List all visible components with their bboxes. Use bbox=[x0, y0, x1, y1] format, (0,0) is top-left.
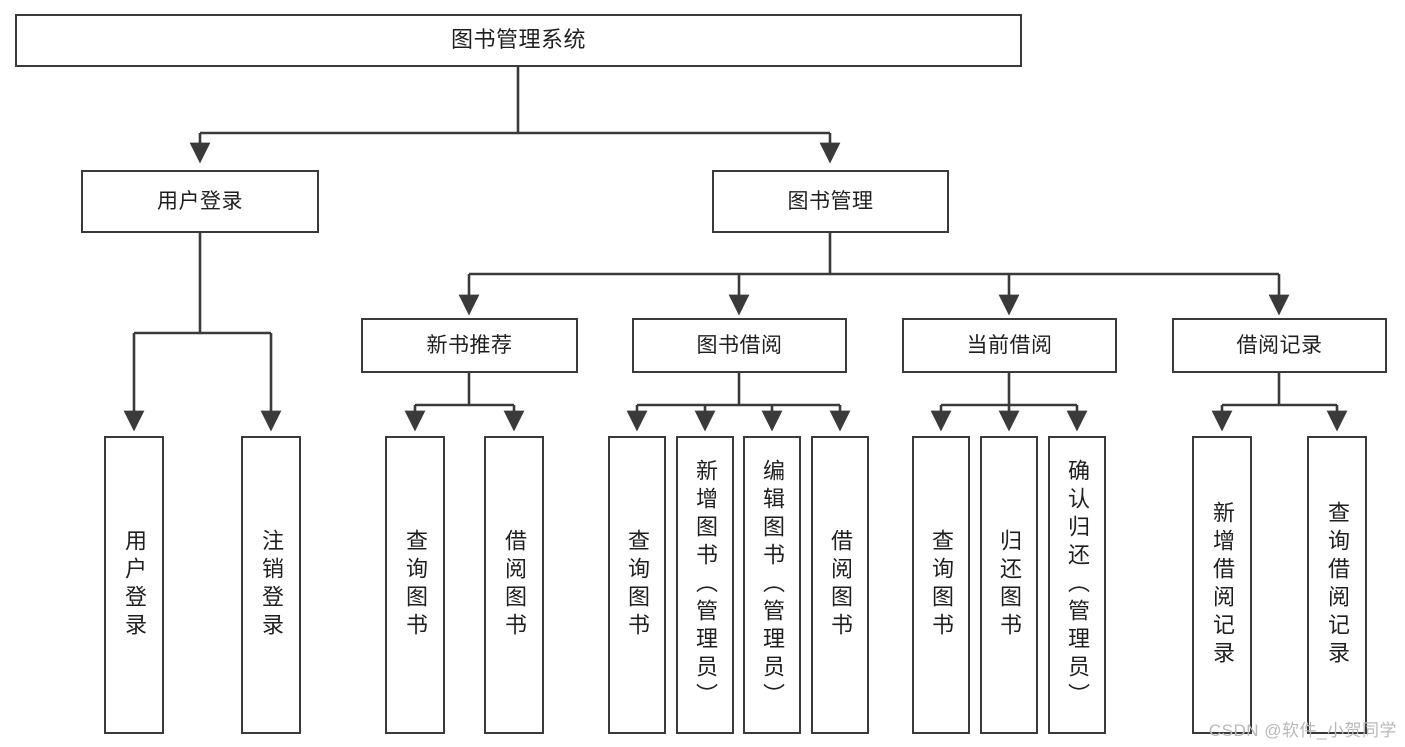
node-current-borrow-label: 当前借阅 bbox=[966, 333, 1053, 357]
csdn-watermark: CSDN @软件_小贺同学 bbox=[1208, 721, 1397, 740]
node-user-login-label: 用户登录 bbox=[157, 189, 243, 213]
node-current-borrow[interactable]: 当前借阅 bbox=[902, 318, 1117, 373]
node-leaf-add-book[interactable]: 新增图书（管理员） bbox=[676, 436, 734, 734]
node-book-borrow-label: 图书借阅 bbox=[696, 333, 783, 357]
node-book-borrow[interactable]: 图书借阅 bbox=[632, 318, 847, 373]
node-book-manage[interactable]: 图书管理 bbox=[712, 170, 949, 233]
node-user-login[interactable]: 用户登录 bbox=[81, 170, 319, 233]
node-leaf-confirm-return[interactable]: 确认归还（管理员） bbox=[1048, 436, 1106, 734]
node-leaf-borrow-book-2-label: 借阅图书 bbox=[828, 529, 853, 641]
node-leaf-query-book-2-label: 查询图书 bbox=[625, 529, 650, 641]
node-leaf-user-logout[interactable]: 注销登录 bbox=[241, 436, 301, 734]
node-leaf-confirm-return-label: 确认归还（管理员） bbox=[1065, 459, 1090, 711]
node-leaf-query-book-1[interactable]: 查询图书 bbox=[385, 436, 445, 734]
node-leaf-add-record[interactable]: 新增借阅记录 bbox=[1192, 436, 1252, 734]
node-leaf-user-login-label: 用户登录 bbox=[122, 529, 147, 641]
node-leaf-borrow-book-1[interactable]: 借阅图书 bbox=[484, 436, 544, 734]
node-book-manage-label: 图书管理 bbox=[787, 189, 874, 213]
node-new-book-rec-label: 新书推荐 bbox=[426, 333, 513, 357]
node-leaf-user-logout-label: 注销登录 bbox=[259, 529, 284, 641]
node-leaf-user-login[interactable]: 用户登录 bbox=[104, 436, 164, 734]
node-borrow-record[interactable]: 借阅记录 bbox=[1172, 318, 1387, 373]
node-leaf-edit-book[interactable]: 编辑图书（管理员） bbox=[743, 436, 801, 734]
node-leaf-edit-book-label: 编辑图书（管理员） bbox=[760, 459, 785, 711]
node-leaf-query-book-3[interactable]: 查询图书 bbox=[912, 436, 970, 734]
node-root[interactable]: 图书管理系统 bbox=[15, 14, 1022, 67]
node-leaf-query-book-1-label: 查询图书 bbox=[403, 529, 428, 641]
node-leaf-return-book-label: 归还图书 bbox=[997, 529, 1022, 641]
node-leaf-borrow-book-2[interactable]: 借阅图书 bbox=[811, 436, 869, 734]
node-leaf-add-book-label: 新增图书（管理员） bbox=[693, 459, 718, 711]
node-root-label: 图书管理系统 bbox=[450, 27, 586, 53]
node-leaf-borrow-book-1-label: 借阅图书 bbox=[502, 529, 527, 641]
node-leaf-query-record[interactable]: 查询借阅记录 bbox=[1307, 436, 1367, 734]
node-leaf-query-book-3-label: 查询图书 bbox=[929, 529, 954, 641]
node-leaf-query-book-2[interactable]: 查询图书 bbox=[608, 436, 666, 734]
node-borrow-record-label: 借阅记录 bbox=[1236, 333, 1323, 357]
node-leaf-return-book[interactable]: 归还图书 bbox=[980, 436, 1038, 734]
node-new-book-rec[interactable]: 新书推荐 bbox=[361, 318, 578, 373]
node-leaf-query-record-label: 查询借阅记录 bbox=[1325, 501, 1350, 669]
node-leaf-add-record-label: 新增借阅记录 bbox=[1210, 501, 1235, 669]
